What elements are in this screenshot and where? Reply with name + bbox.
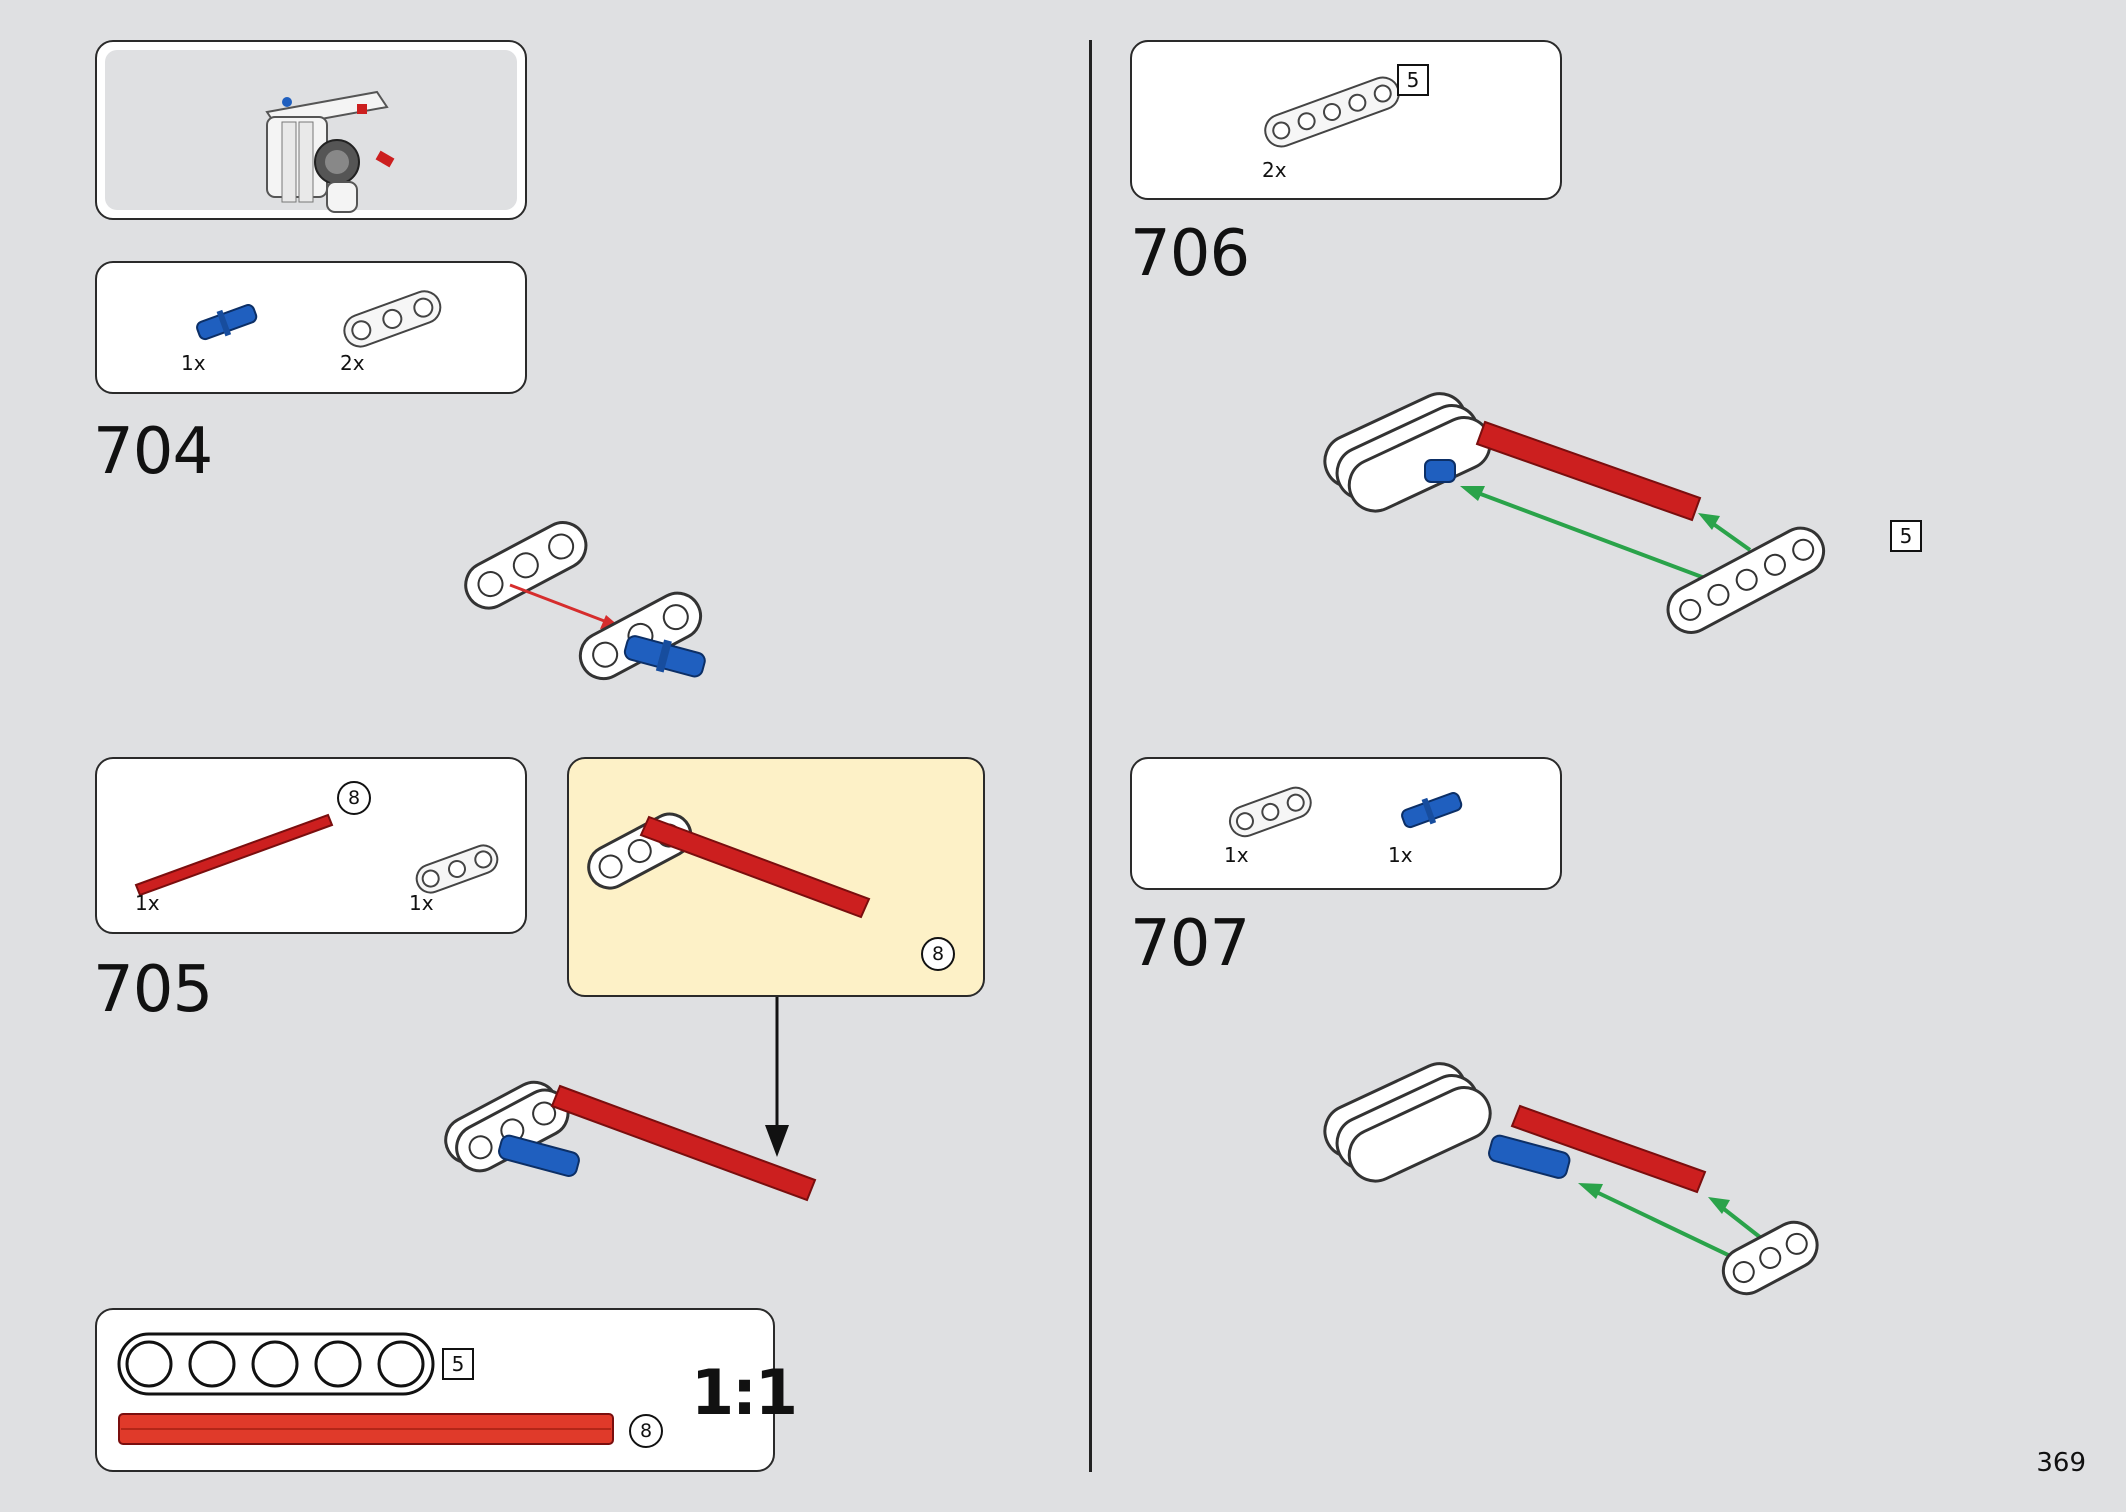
parts-list-704: 1x 2x xyxy=(95,261,527,394)
part-qty: 1x xyxy=(1224,843,1249,867)
white-beam-3-icon xyxy=(415,844,499,894)
scale-guide: 5 8 1:1 xyxy=(95,1308,798,1472)
scale-beam xyxy=(117,1332,435,1396)
subassembly-callout: 8 xyxy=(567,757,985,997)
model-overview-image xyxy=(265,90,395,213)
step-number: 706 xyxy=(1130,217,1250,291)
blue-pin-icon xyxy=(196,304,258,341)
white-beam-3-icon xyxy=(1228,786,1312,838)
length-indicator: 5 xyxy=(1397,64,1429,96)
callout-arrow xyxy=(765,997,789,1157)
parts-list-706: 5 2x xyxy=(1130,40,1562,200)
scale-label: 1:1 xyxy=(691,1356,798,1429)
step-704-illustration xyxy=(464,521,706,681)
step-number: 705 xyxy=(93,953,213,1027)
page-number: 369 xyxy=(2036,1448,2086,1478)
red-axle-icon xyxy=(134,813,334,897)
white-beam-5-icon xyxy=(1264,76,1400,148)
part-qty: 1x xyxy=(135,891,160,915)
scale-axle xyxy=(118,1413,614,1445)
length-indicator: 8 xyxy=(629,1414,663,1448)
step-707-illustration xyxy=(1323,1062,1819,1296)
step-706-illustration xyxy=(1323,392,1826,634)
column-divider xyxy=(1089,40,1092,1472)
parts-list-707: 1x 1x xyxy=(1130,757,1562,890)
length-indicator: 5 xyxy=(1890,520,1922,552)
parts-list-705: 8 1x 1x xyxy=(95,757,527,934)
blue-pin-icon xyxy=(1401,792,1463,829)
subassembly-illustration xyxy=(587,812,871,919)
part-qty: 2x xyxy=(1262,158,1287,182)
step-number: 707 xyxy=(1130,907,1250,981)
length-indicator: 5 xyxy=(442,1348,474,1380)
step-705-illustration xyxy=(444,1080,817,1202)
part-qty: 1x xyxy=(181,351,206,375)
model-overview-box xyxy=(95,40,527,220)
part-qty: 2x xyxy=(340,351,365,375)
part-qty: 1x xyxy=(409,891,434,915)
length-indicator: 8 xyxy=(921,937,955,971)
length-indicator: 8 xyxy=(337,781,371,815)
white-beam-3-icon xyxy=(343,290,442,348)
step-number: 704 xyxy=(93,415,213,489)
part-qty: 1x xyxy=(1388,843,1413,867)
